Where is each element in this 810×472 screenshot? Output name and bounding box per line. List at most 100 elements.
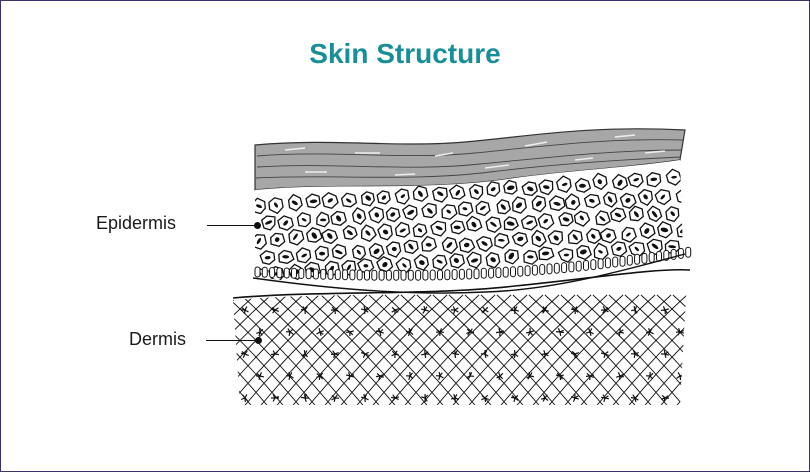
dermis-pointer-dot [255,337,262,344]
basal-cell [335,270,340,280]
basal-cell [649,252,654,262]
basal-cell [284,268,289,278]
epidermis-label: Epidermis [96,213,176,234]
basal-cell [627,255,632,265]
epidermis-pointer-dot [254,222,261,229]
fiber-node [680,330,684,332]
basal-cell [635,254,640,264]
basal-cell [299,269,304,279]
basal-cell [496,268,501,278]
dermal-fiber [225,295,335,410]
basal-cell [503,267,508,277]
basal-cell [270,268,275,278]
fiber-node [392,307,395,310]
dermal-fiber [305,295,415,410]
basal-cell [430,270,435,280]
fiber-node [245,394,247,398]
dermal-fiber [417,295,527,410]
fiber-node [677,376,680,378]
epidermal-cell [677,224,691,237]
basal-cell [569,262,574,272]
dermal-fiber [353,295,463,410]
basal-cell [532,265,537,275]
cell-nucleus [680,194,686,200]
basal-cell [423,270,428,280]
fiber-node [545,353,549,354]
basal-cell [605,258,610,268]
dermis-leader-line [206,340,258,341]
basal-cell [547,264,552,274]
dermal-fiber [689,295,695,410]
basal-cell [306,269,311,279]
basal-cell [525,266,530,276]
fiber-node [560,332,561,336]
basal-cell [481,268,486,278]
fiber-node [511,310,515,311]
fiber-node [500,373,503,376]
fiber-node [618,372,620,376]
basal-cell [277,268,282,278]
fiber-node [349,376,350,380]
fiber-node [680,374,684,376]
fiber-node [560,330,564,332]
dermal-fiber [273,295,383,410]
fiber-node [290,329,293,332]
basal-cell [262,267,267,277]
dermal-fiber [385,295,495,410]
basal-cell [686,247,691,257]
basal-cell [313,269,318,279]
basal-cell [452,270,457,280]
dermal-fiber [497,295,607,410]
dermis-layer [225,295,695,410]
basal-cell [328,269,333,279]
fiber-node [515,307,517,311]
dermal-fiber [225,295,335,410]
fiber-node [363,354,365,358]
skin-cross-section-illustration [225,120,695,410]
fiber-node [290,372,292,376]
fiber-node [514,398,515,402]
dermal-fiber [465,295,575,410]
dermal-fiber [273,295,383,410]
basal-cell [408,270,413,280]
fiber-node [455,308,458,310]
fiber-node [605,396,608,398]
fiber-node [245,307,247,311]
basal-cell [584,260,589,270]
dermal-fiber [481,295,591,410]
dermal-fiber [577,295,687,410]
dermal-fiber [449,295,559,410]
dermal-fiber [577,295,687,410]
basal-cell [613,257,618,267]
basal-cell [467,269,472,279]
dermal-fiber [529,295,639,410]
dermal-fiber [689,295,695,410]
fiber-node [604,398,605,402]
fiber-node [260,372,261,376]
basal-cell [518,266,523,276]
fiber-node [380,329,383,332]
fiber-node [440,373,442,376]
basal-cell [598,259,603,269]
basal-cell [554,263,559,273]
basal-cell [379,270,384,280]
fiber-node [317,332,321,334]
basal-cell [372,270,377,280]
basal-cell [416,270,421,280]
fiber-node [663,306,665,310]
basal-cell [540,265,545,275]
fiber-node [650,332,654,334]
dermal-fiber [481,295,591,410]
dermal-fiber [305,295,415,410]
fiber-node [350,331,354,332]
basal-cell [445,270,450,280]
basal-cell [350,270,355,280]
fiber-node [305,351,307,355]
basal-cell [642,253,647,263]
basal-cell [394,270,399,280]
fiber-node [544,350,545,354]
fiber-node [590,328,592,332]
fiber-node [485,395,488,398]
basal-cell [401,270,406,280]
basal-cell [489,268,494,278]
